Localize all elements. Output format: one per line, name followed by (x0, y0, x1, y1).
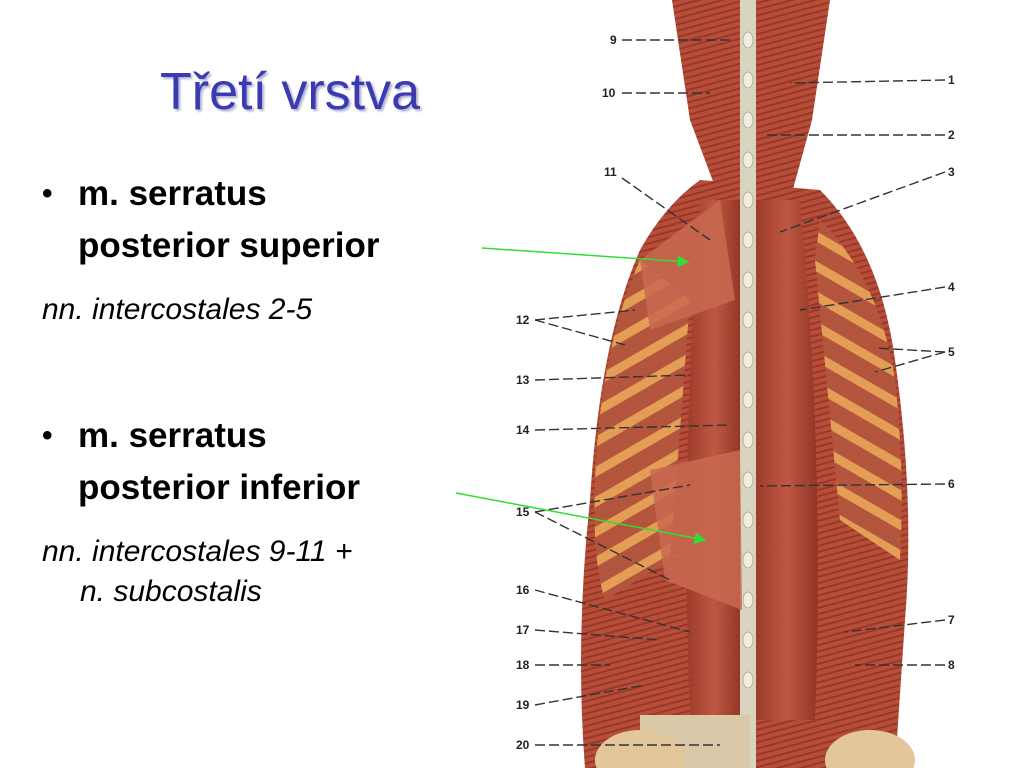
innervation-superior: nn. intercostales 2-5 (42, 290, 312, 330)
bullet-line-1: m. serratus (78, 416, 267, 455)
innervation-line-1: nn. intercostales 2-5 (42, 293, 313, 326)
fig-label-4: 4 (948, 280, 955, 294)
right-ribs (815, 220, 902, 560)
fig-label-10: 10 (602, 86, 616, 100)
fig-label-2: 2 (948, 128, 955, 142)
erector-right (756, 200, 818, 720)
fig-label-14: 14 (516, 423, 530, 437)
fig-label-7: 7 (948, 613, 955, 627)
fig-label-12: 12 (516, 313, 530, 327)
fig-label-16: 16 (516, 583, 530, 597)
fig-label-1: 1 (948, 73, 955, 87)
bullet-serratus-inferior: • m. serratus posterior inferior (42, 410, 482, 514)
fig-label-11: 11 (604, 165, 617, 179)
fig-label-5: 5 (948, 345, 955, 359)
fig-label-3: 3 (948, 165, 955, 179)
fig-label-18: 18 (516, 658, 530, 672)
bullet-line-2: posterior inferior (78, 468, 360, 507)
bullet-line-2: posterior superior (78, 226, 380, 265)
fig-label-9: 9 (610, 33, 617, 47)
bullet-serratus-superior: • m. serratus posterior superior (42, 168, 482, 272)
innervation-line-2: n. subcostalis (80, 575, 262, 608)
bullet-dot: • (42, 177, 53, 210)
fig-label-19: 19 (516, 698, 530, 712)
innervation-line-1: nn. intercostales 9-11 + (42, 535, 353, 568)
fig-label-17: 17 (516, 623, 530, 637)
back-muscles-illustration: 1 2 3 4 5 6 7 8 9 10 11 12 13 14 15 16 1… (516, 0, 955, 768)
bullet-dot: • (42, 419, 53, 452)
hip-right (825, 730, 915, 768)
fig-label-15: 15 (516, 505, 530, 519)
hip-left (595, 730, 685, 768)
bullet-line-1: m. serratus (78, 174, 267, 213)
innervation-inferior: nn. intercostales 9-11 + n. subcostalis (42, 532, 352, 612)
fig-label-20: 20 (516, 738, 530, 752)
fig-label-13: 13 (516, 373, 530, 387)
slide-title: Třetí vrstva (160, 63, 421, 121)
spine (740, 0, 756, 768)
fig-label-8: 8 (948, 658, 955, 672)
fig-label-6: 6 (948, 477, 955, 491)
